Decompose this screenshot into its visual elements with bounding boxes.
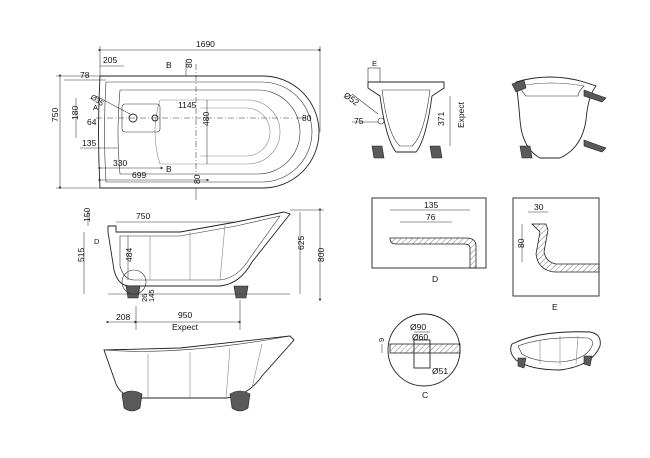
perspective-end-rim xyxy=(519,82,585,97)
detail-e-section xyxy=(531,223,600,273)
perspective-view xyxy=(103,335,295,412)
perspective-3d-panel xyxy=(575,335,579,365)
end-foot-left xyxy=(371,145,385,159)
perspective-foot-right xyxy=(229,390,251,412)
dim-480: 480 xyxy=(201,112,211,126)
dim-180: 180 xyxy=(70,106,80,120)
dim-64: 64 xyxy=(87,117,97,127)
dim-135-d: 135 xyxy=(424,200,438,210)
perspective-panel-line xyxy=(251,343,263,389)
perspective-3d-inner xyxy=(517,337,593,363)
dim-208: 208 xyxy=(116,312,130,322)
side-foot-left xyxy=(125,285,141,299)
end-overflow xyxy=(377,117,385,125)
dim-80-bottom: 80 xyxy=(192,174,202,184)
end-view: E Ø52 75 371 Expect xyxy=(342,59,466,159)
section-b-bottom: B xyxy=(166,164,172,174)
detail-c-caption: C xyxy=(422,390,428,400)
side-panel-line xyxy=(219,224,226,281)
dim-750: 750 xyxy=(50,108,60,122)
dia-51: Ø51 xyxy=(432,366,448,376)
dim-9: 9 xyxy=(377,338,386,342)
perspective-body xyxy=(103,335,295,399)
perspective-panel-line xyxy=(225,347,231,399)
perspective-foot-left xyxy=(121,390,143,412)
section-b-top: B xyxy=(166,60,172,70)
side-foot-right xyxy=(233,285,249,299)
detail-c-waste xyxy=(413,339,431,369)
detail-d-frame xyxy=(371,197,487,269)
dim-80-top: 80 xyxy=(184,58,194,68)
dim-515: 515 xyxy=(76,248,86,262)
perspective-end-foot-right-bottom xyxy=(583,139,607,153)
dim-150: 150 xyxy=(82,208,92,222)
detail-d-caption: D xyxy=(432,274,438,284)
detail-e: 30 80 E xyxy=(512,197,600,312)
dim-371: 371 xyxy=(436,112,446,126)
perspective-3d-foot xyxy=(583,355,593,367)
plan-view: 1690 205 78 80 B 750 180 64 A Ø35 135 11… xyxy=(50,39,322,200)
dim-330: 330 xyxy=(113,158,127,168)
dim-75: 75 xyxy=(354,116,364,126)
detail-c: Ø90 Ø60 Ø51 9 C xyxy=(377,313,461,400)
dim-1690: 1690 xyxy=(196,39,215,49)
perspective-end-foot-left xyxy=(519,145,533,159)
section-a: A xyxy=(93,103,98,112)
perspective-rim xyxy=(103,335,291,352)
end-body xyxy=(367,81,445,153)
dim-30-e: 30 xyxy=(534,202,544,212)
dia-60: Ø60 xyxy=(412,332,428,342)
dim-26: 26 xyxy=(140,294,149,302)
dia-35: Ø35 xyxy=(89,92,106,108)
perspective-end-foot-right-top xyxy=(583,89,607,103)
dia-90: Ø90 xyxy=(410,322,426,332)
dim-80-e: 80 xyxy=(516,238,526,248)
dim-1145: 1145 xyxy=(178,100,197,110)
dim-145: 145 xyxy=(147,289,156,302)
label-d: D xyxy=(94,237,100,246)
side-body-outline xyxy=(107,211,291,287)
perspective-end-handle xyxy=(511,79,527,93)
dim-76-d: 76 xyxy=(426,212,436,222)
perspective-3d-foot xyxy=(517,357,527,369)
dim-750-side: 750 xyxy=(136,211,150,221)
dim-699: 699 xyxy=(132,170,146,180)
perspective-3d-view xyxy=(510,331,601,371)
detail-e-caption: E xyxy=(552,302,558,312)
side-view: 150 750 515 D 484 145 26 625 800 208 950… xyxy=(76,208,326,332)
leader-35 xyxy=(95,95,131,115)
detail-d-section xyxy=(389,237,477,269)
dim-80-right: 80 xyxy=(302,113,312,123)
dim-205: 205 xyxy=(103,55,117,65)
plan-basin-floor-inner xyxy=(200,107,271,157)
detail-e-frame xyxy=(512,197,600,297)
detail-d: 135 76 D xyxy=(371,197,487,284)
perspective-end-body xyxy=(515,76,597,159)
detail-c-section xyxy=(389,343,461,354)
dim-484: 484 xyxy=(124,248,134,262)
plan-basin-edge xyxy=(117,89,301,175)
side-body-inner xyxy=(119,215,281,281)
label-expect-end: Expect xyxy=(456,101,466,128)
dia-52: Ø52 xyxy=(342,90,361,108)
dim-135: 135 xyxy=(82,138,96,148)
dim-625: 625 xyxy=(296,236,306,250)
dim-800: 800 xyxy=(316,248,326,262)
plan-outer-rim xyxy=(98,75,320,189)
perspective-end-view xyxy=(511,76,607,159)
label-e: E xyxy=(372,59,377,68)
end-foot-right xyxy=(429,145,443,159)
plan-inner-rim xyxy=(104,81,313,183)
dim-78: 78 xyxy=(80,70,90,80)
dim-950: 950 xyxy=(178,310,192,320)
end-inner xyxy=(381,89,431,147)
plan-basin-floor xyxy=(154,99,281,165)
end-detail-e-box xyxy=(367,67,381,83)
leader-52 xyxy=(351,93,379,115)
label-expect-side: Expect xyxy=(172,322,199,332)
